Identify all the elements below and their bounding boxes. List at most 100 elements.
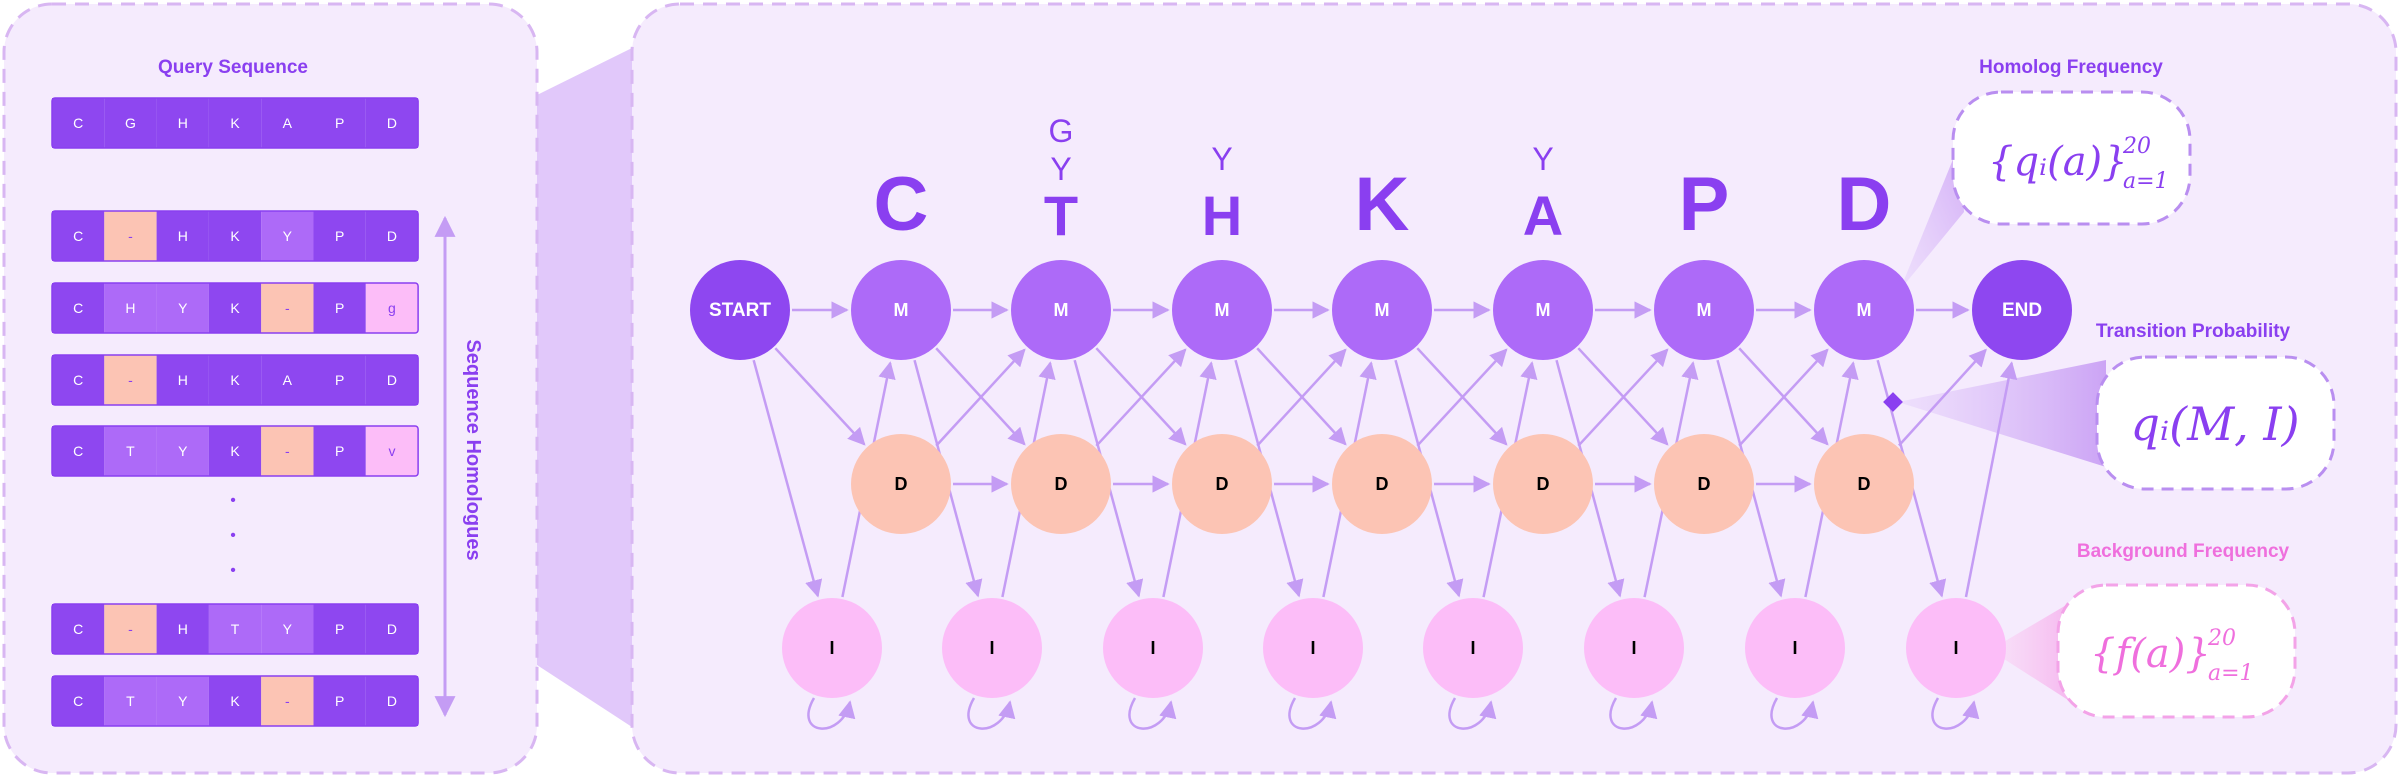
sequence-cell <box>52 426 105 476</box>
sequence-cell-letter: P <box>335 621 344 637</box>
sequence-cell <box>156 426 209 476</box>
sequence-cell-letter: Y <box>178 693 188 709</box>
sequence-row-outline <box>51 354 419 406</box>
start-state-label: START <box>709 300 771 321</box>
sequence-cell <box>365 211 419 261</box>
insert-state-label: I <box>1792 638 1797 658</box>
sequence-cell <box>313 676 366 726</box>
sequence-cell-letter: - <box>128 228 133 244</box>
ellipsis-dot: • <box>230 562 236 579</box>
transition-arrow <box>1095 348 1187 447</box>
sequence-cell-letter: H <box>178 115 188 131</box>
delete-state-label: D <box>1698 474 1711 494</box>
transition-arrow <box>752 359 823 598</box>
sequence-cell-letter: D <box>387 621 397 637</box>
sequence-cell <box>313 604 366 654</box>
delete-state-label: D <box>1216 474 1229 494</box>
sequence-cell <box>208 604 262 654</box>
sequence-cell <box>156 211 209 261</box>
delete-state <box>1654 434 1754 534</box>
sequence-cell <box>365 283 419 333</box>
sequence-cell-letter: K <box>230 115 240 131</box>
sequence-cell-letter: H <box>178 621 188 637</box>
sequence-cell-letter: D <box>387 372 397 388</box>
insert-self-loop <box>807 697 856 730</box>
transition-probability-box <box>2095 355 2336 491</box>
sequence-cell-letter: - <box>285 300 290 316</box>
match-state-label: M <box>1857 300 1872 320</box>
sequence-cell <box>104 426 157 476</box>
sequence-row-outline <box>51 97 419 149</box>
background-frequency-title: Background Frequency <box>2077 541 2290 562</box>
sequence-cell-letter: C <box>73 300 83 316</box>
insert-state <box>1103 598 1203 698</box>
sequence-cell-letter: P <box>335 300 344 316</box>
emission-alt-letter: Y <box>1211 141 1232 177</box>
sequence-cell <box>104 98 157 148</box>
insert-state-label: I <box>829 638 834 658</box>
insert-self-loop <box>1448 697 1497 730</box>
match-state-label: M <box>1536 300 1551 320</box>
sequence-cell-letter: H <box>178 372 188 388</box>
sequence-cell-letter: P <box>335 443 344 459</box>
sequence-cell <box>365 426 419 476</box>
sequence-cell <box>365 676 419 726</box>
sequence-cell-letter: K <box>230 300 240 316</box>
sequence-cell-letter: G <box>125 115 136 131</box>
sequence-cell-letter: - <box>128 372 133 388</box>
sequence-cell-letter: K <box>230 228 240 244</box>
sequence-cell <box>156 676 209 726</box>
sequence-homologues-label: Sequence Homologues <box>462 339 484 560</box>
sequence-cell <box>156 98 209 148</box>
delete-state <box>851 434 951 534</box>
insert-state-label: I <box>1310 638 1315 658</box>
match-state <box>1011 260 1111 360</box>
delete-state-label: D <box>1376 474 1389 494</box>
match-state <box>1493 260 1593 360</box>
insert-state-label: I <box>1470 638 1475 658</box>
delete-state <box>1011 434 1111 534</box>
insert-state-label: I <box>1631 638 1636 658</box>
homolog-formula-sup: 20 <box>2122 134 2151 159</box>
background-formula: {f(a)} <box>2090 631 2211 677</box>
insert-self-loop <box>967 697 1016 730</box>
transition-arrow <box>1964 361 2018 598</box>
delete-state <box>1814 434 1914 534</box>
emission-alt-letter: Y <box>1050 151 1071 187</box>
sequence-cell-letter: A <box>283 372 293 388</box>
sequence-cell-letter: C <box>73 443 83 459</box>
sequence-cell-letter: K <box>230 443 240 459</box>
sequence-cell-letter: P <box>335 372 344 388</box>
sequence-cell-letter: - <box>285 443 290 459</box>
sequence-cell <box>208 211 262 261</box>
sequence-cell-letter: H <box>125 300 135 316</box>
homolog-beam <box>1900 142 1964 290</box>
sequence-cell-letter: Y <box>178 300 188 316</box>
match-state <box>1654 260 1754 360</box>
emission-alt-letter: G <box>1049 113 1074 149</box>
match-state-label: M <box>1215 300 1230 320</box>
sequence-cell <box>208 355 262 405</box>
sequence-cell-letter: C <box>73 115 83 131</box>
insert-state <box>1263 598 1363 698</box>
sequence-cell <box>313 426 366 476</box>
insert-state-label: I <box>989 638 994 658</box>
query-sequence-title: Query Sequence <box>158 57 308 78</box>
match-state <box>851 260 951 360</box>
match-state-label: M <box>1375 300 1390 320</box>
emission-alt-letter: Y <box>1532 141 1553 177</box>
emission-main-letter: H <box>1202 184 1242 247</box>
sequence-cell <box>52 211 105 261</box>
sequence-cell <box>52 604 105 654</box>
transition-arrow <box>1256 348 1347 447</box>
transition-arrow <box>935 348 1026 447</box>
sequence-cell <box>104 604 157 654</box>
homolog-formula-sub: a=1 <box>2123 169 2169 194</box>
sequence-cell <box>52 283 105 333</box>
